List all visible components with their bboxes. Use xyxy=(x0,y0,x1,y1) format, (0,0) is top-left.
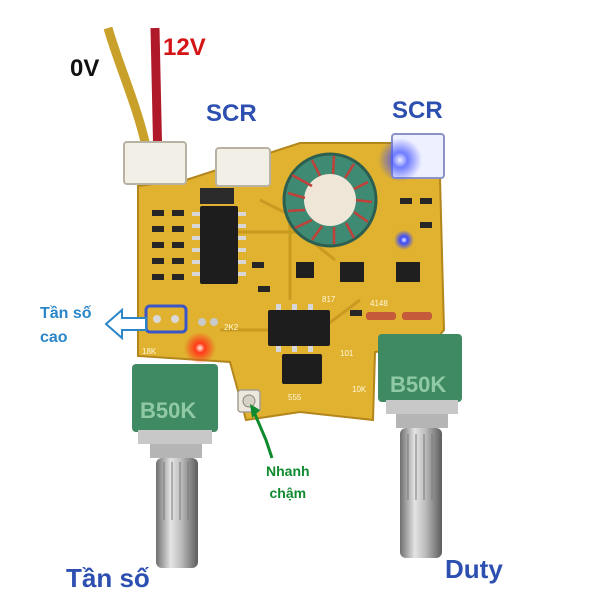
diode-a xyxy=(366,312,396,320)
optocoupler xyxy=(268,310,330,346)
frequency-label: Tần số xyxy=(66,563,150,593)
regulator xyxy=(200,188,234,204)
res-101-marking: 101 xyxy=(340,349,354,358)
pot-right-marking: B50K xyxy=(390,372,446,397)
scr-connector-left xyxy=(215,147,271,187)
freq-high-arrow xyxy=(104,307,147,341)
diode-marking: 4148 xyxy=(370,299,388,308)
chip-555-marking: 555 xyxy=(288,393,302,402)
pot-left-marking: B50K xyxy=(140,398,196,423)
duty-shaft xyxy=(400,428,442,558)
driver-ic xyxy=(200,206,238,284)
freq-high-label: Tần số cao xyxy=(40,302,92,350)
frequency-pot xyxy=(132,364,218,432)
speed-line2: chậm xyxy=(269,485,307,501)
power-connector xyxy=(123,141,187,185)
duty-label: Duty xyxy=(445,554,503,584)
speed-arrow xyxy=(252,411,274,459)
frequency-shaft xyxy=(156,458,198,568)
diode-b xyxy=(402,312,432,320)
red-led xyxy=(184,332,216,364)
mosfet-b xyxy=(396,262,420,282)
speed-label: Nhanh chậm xyxy=(266,460,310,504)
timer-555 xyxy=(282,354,322,384)
res-2k2-marking: 2K2 xyxy=(224,323,239,332)
freq-high-line2: cao xyxy=(40,329,68,346)
scr-right-label: SCR xyxy=(392,97,443,124)
res-18k-marking: 18K xyxy=(142,347,157,356)
freq-high-line1: Tần số xyxy=(40,305,92,322)
supply-label: 12V xyxy=(163,34,206,61)
duty-pot xyxy=(378,334,462,402)
ground-label: 0V xyxy=(70,55,100,82)
opto-marking: 817 xyxy=(322,295,336,304)
mosfet-a xyxy=(340,262,364,282)
res-10k-marking: 10K xyxy=(352,385,367,394)
scr-left-label: SCR xyxy=(206,100,257,127)
speed-line1: Nhanh xyxy=(266,463,310,479)
